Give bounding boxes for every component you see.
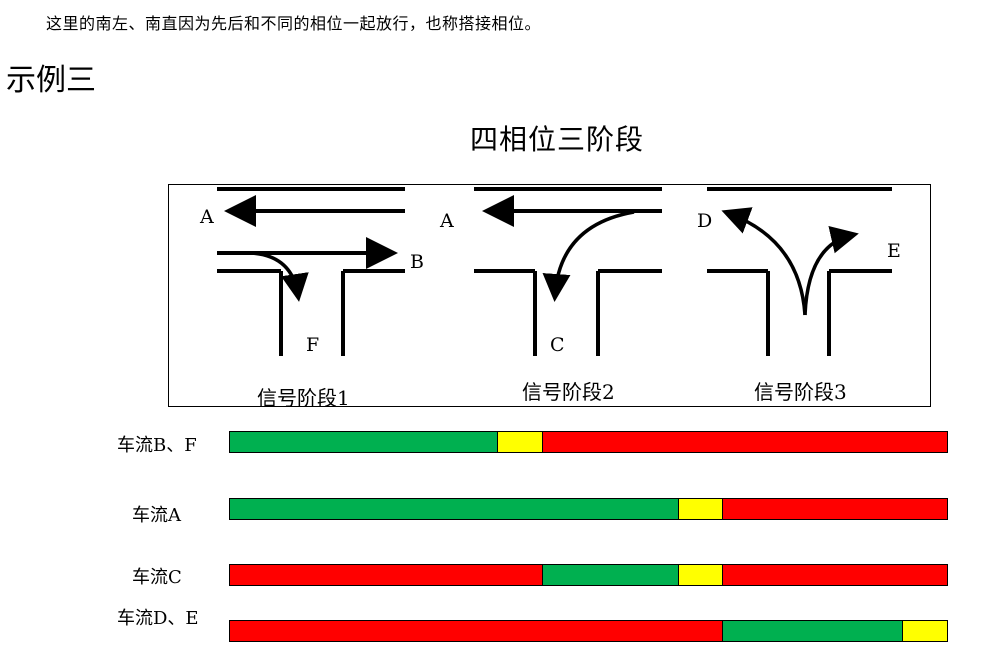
flow-label-a-stage1: A — [200, 206, 214, 228]
flow-label-c: C — [550, 334, 565, 356]
timing-segment-red — [722, 565, 947, 585]
flow-label-f: F — [306, 334, 320, 356]
stage-1-intersection — [217, 187, 405, 356]
flow-c-arrow — [542, 210, 635, 302]
flow-e-arrow — [803, 226, 859, 316]
timing-segment-red — [722, 499, 947, 519]
timing-row-label-c: 车流C — [132, 567, 182, 588]
stage-label-2: 信号阶段2 — [522, 380, 615, 404]
timing-segment-red — [230, 565, 544, 585]
timing-bar-a — [229, 498, 948, 520]
timing-segment-green — [722, 621, 904, 641]
section-heading: 示例三 — [6, 63, 96, 98]
timing-segment-yellow — [678, 565, 723, 585]
stage-label-3: 信号阶段3 — [754, 380, 847, 404]
timing-bar-bf — [229, 431, 948, 453]
phase-diagram-frame — [168, 184, 931, 407]
flow-f-arrow — [249, 251, 309, 302]
diagram-title: 四相位三阶段 — [470, 123, 645, 156]
flow-label-a-stage2: A — [440, 210, 454, 232]
timing-segment-yellow — [903, 621, 947, 641]
intro-paragraph: 这里的南左、南直因为先后和不同的相位一起放行，也称搭接相位。 — [46, 14, 542, 33]
timing-bar-c — [229, 564, 948, 586]
timing-segment-red — [230, 621, 723, 641]
timing-row-label-de: 车流D、E — [117, 608, 199, 629]
timing-segment-yellow — [498, 432, 544, 452]
timing-segment-green — [230, 499, 679, 519]
timing-row-label-bf: 车流B、F — [117, 435, 197, 456]
timing-segment-green — [543, 565, 679, 585]
flow-label-e: E — [887, 240, 901, 262]
flow-label-d: D — [697, 210, 713, 232]
stage-3-intersection — [707, 187, 892, 356]
timing-bar-de — [229, 620, 948, 642]
flow-d-arrow — [721, 207, 807, 316]
stage-2-intersection — [474, 187, 662, 356]
timing-segment-yellow — [678, 499, 723, 519]
flow-label-b: B — [410, 251, 424, 273]
timing-segment-red — [543, 432, 947, 452]
timing-row-label-a: 车流A — [132, 505, 181, 526]
timing-segment-green — [230, 432, 499, 452]
stage-label-1: 信号阶段1 — [257, 386, 350, 410]
